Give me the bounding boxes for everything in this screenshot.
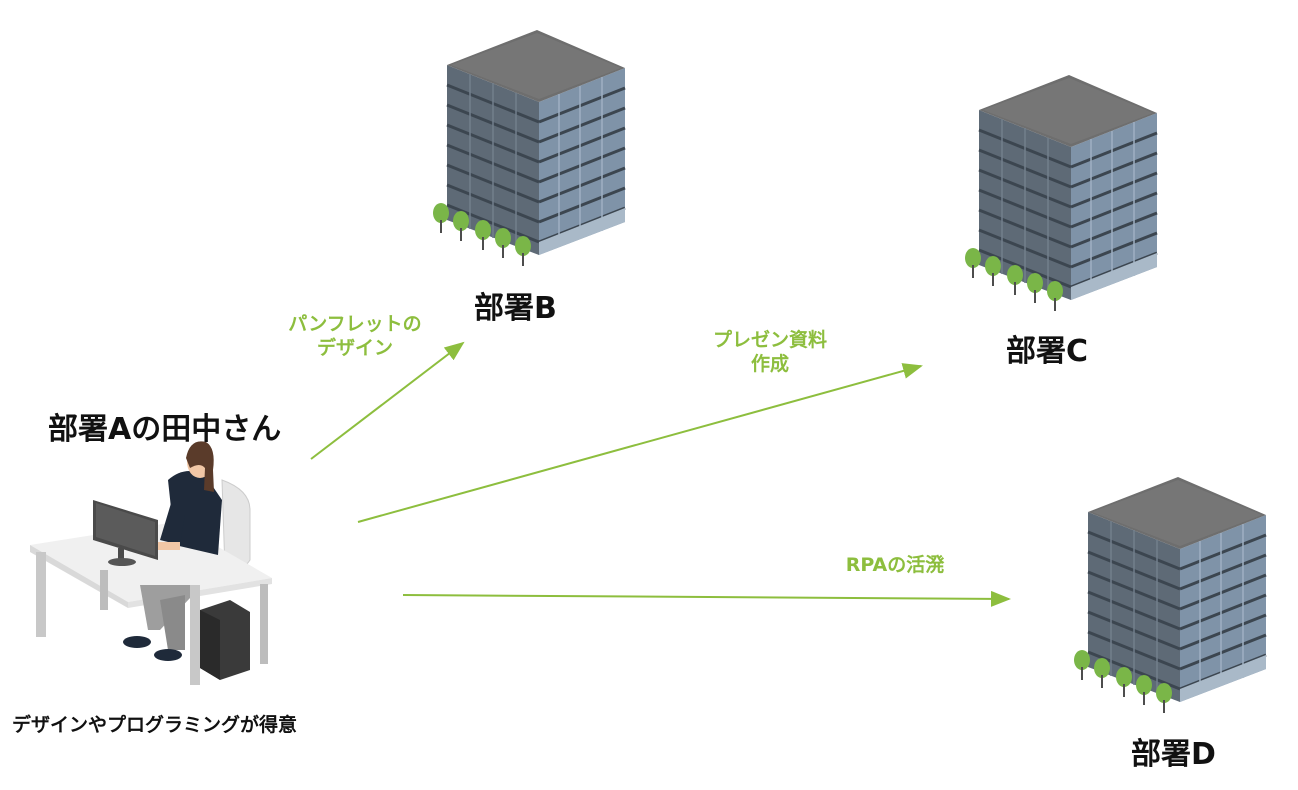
department-d-label: 部署D (1131, 737, 1216, 772)
arrow-to-b (310, 341, 465, 460)
task-label-rpa-line1: RPAの活溌 (845, 554, 945, 576)
person-at-desk-icon (30, 441, 272, 685)
department-b-label: 部署B (474, 291, 557, 326)
building-d-icon (1072, 475, 1268, 715)
department-c-label: 部署C (1006, 334, 1089, 369)
task-label-presentation-line2: 作成 (750, 353, 789, 375)
task-label-presentation: プレゼン資料 作成 (690, 328, 850, 376)
task-label-pamphlet-line2: デザイン (316, 337, 393, 359)
task-label-presentation-line1: プレゼン資料 (712, 329, 827, 351)
task-label-pamphlet-line1: パンフレットの (288, 313, 422, 335)
task-label-rpa: RPAの活溌 (820, 553, 970, 577)
person-name-label: 部署Aの田中さん (48, 412, 282, 447)
task-label-pamphlet: パンフレットの デザイン (270, 312, 440, 360)
building-c-icon (963, 73, 1159, 313)
arrow-to-c (357, 363, 923, 523)
arrow-to-d (402, 590, 1011, 607)
building-b-icon (431, 28, 627, 268)
person-skill-label: デザインやプログラミングが得意 (12, 714, 298, 736)
